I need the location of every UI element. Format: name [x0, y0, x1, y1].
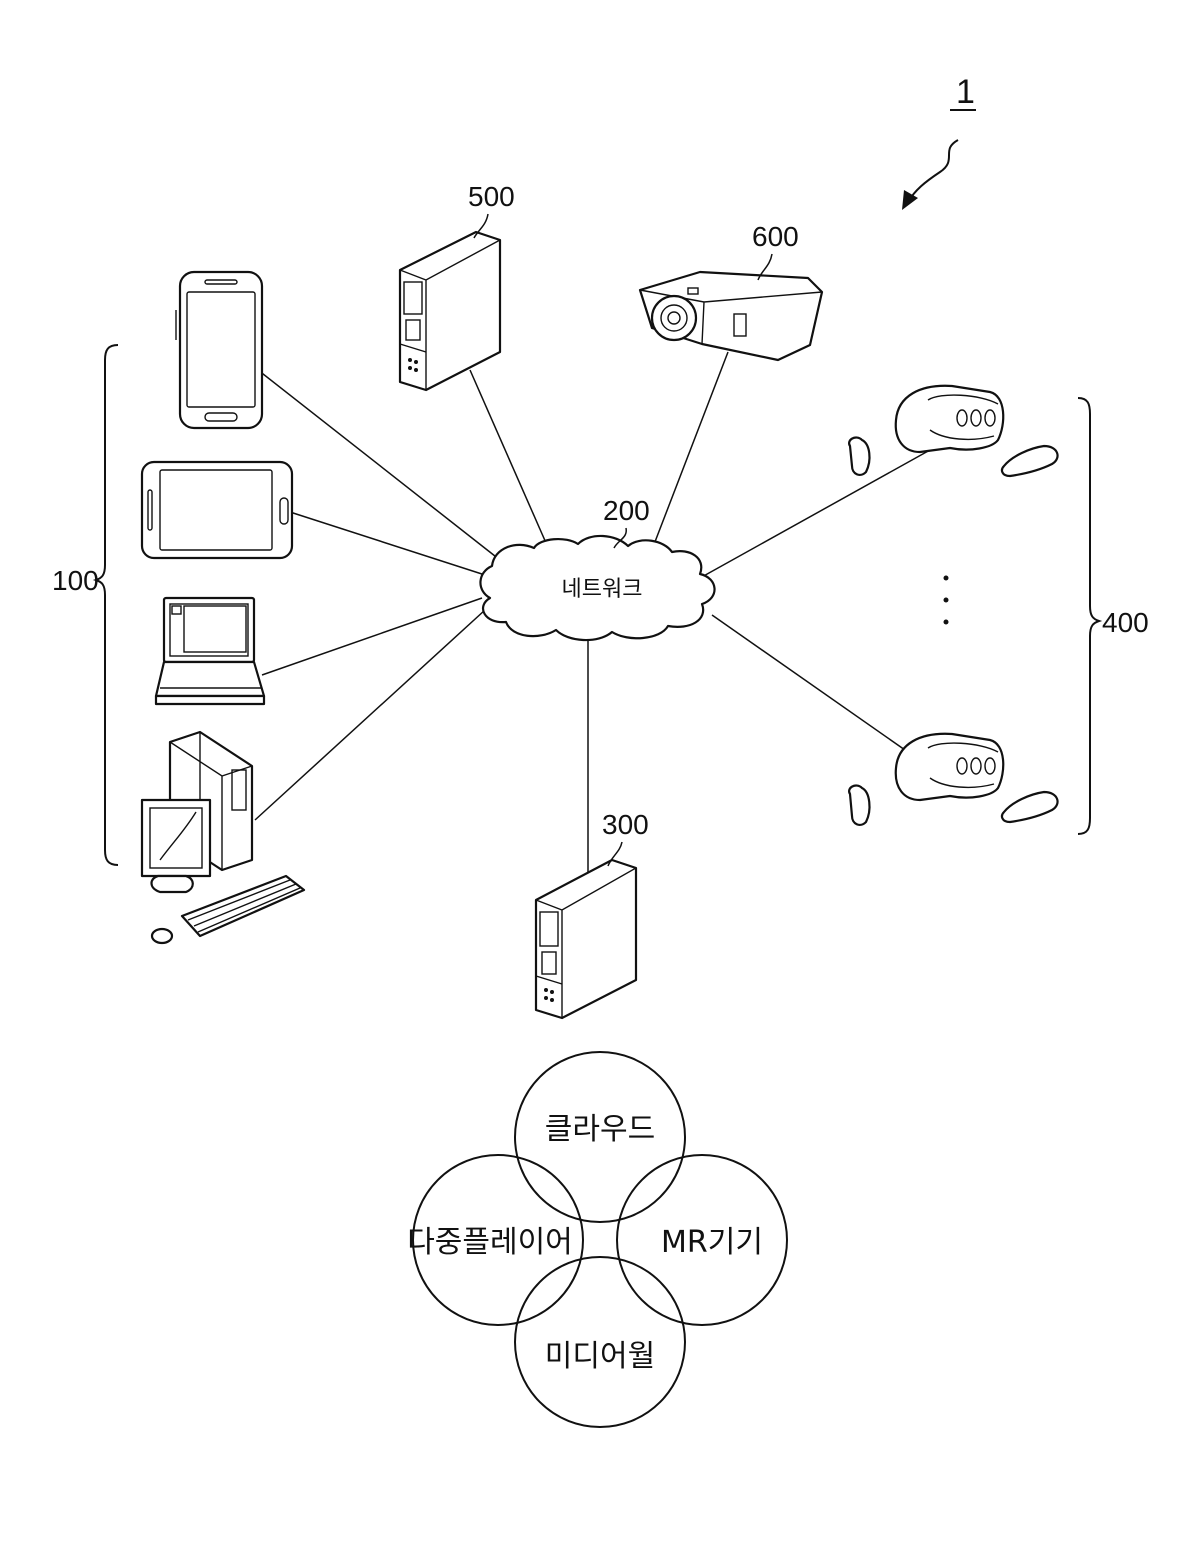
- bracket-100: [96, 345, 118, 865]
- venn-diagram: 클라우드 다중플레이어 MR기기 미디어월: [407, 1052, 787, 1427]
- mr-devices-ref-label: 400: [1102, 607, 1149, 638]
- desktop-pc-device: [142, 732, 304, 943]
- link-phone: [258, 370, 500, 560]
- venn-label-cloud: 클라우드: [545, 1112, 655, 1147]
- venn-label-multiplayer: 다중플레이어: [407, 1225, 573, 1260]
- network-ref-label: 200: [603, 495, 650, 526]
- link-laptop: [262, 598, 482, 675]
- smartphone-device: [176, 272, 262, 428]
- link-desktop: [255, 610, 485, 820]
- server-500-ref-label: 500: [468, 181, 515, 212]
- link-mr-top: [700, 450, 930, 578]
- figure-ref-label: 1: [956, 73, 975, 111]
- link-projector: [648, 352, 728, 560]
- server-500-device: [400, 232, 500, 390]
- link-tablet: [290, 512, 485, 575]
- venn-label-media-wall: 미디어월: [545, 1339, 655, 1374]
- venn-label-mr-device: MR기기: [661, 1225, 763, 1260]
- mr-devices-ellipsis: [944, 576, 949, 625]
- laptop-device: [156, 598, 264, 704]
- network-label: 네트워크: [562, 577, 643, 602]
- link-server-500: [470, 370, 550, 552]
- server-300-device: [536, 860, 636, 1018]
- tablet-device: [142, 462, 292, 558]
- mr-headset-bottom-device: [849, 734, 1057, 825]
- mr-headset-top-device: [849, 386, 1057, 476]
- projector-device: [640, 272, 822, 360]
- figure-ref-arrow: [908, 140, 958, 202]
- link-mr-bottom: [712, 615, 905, 750]
- projector-ref-label: 600: [752, 221, 799, 252]
- terminals-ref-label: 100: [52, 565, 99, 596]
- server-300-ref-label: 300: [602, 809, 649, 840]
- bracket-400: [1078, 398, 1099, 834]
